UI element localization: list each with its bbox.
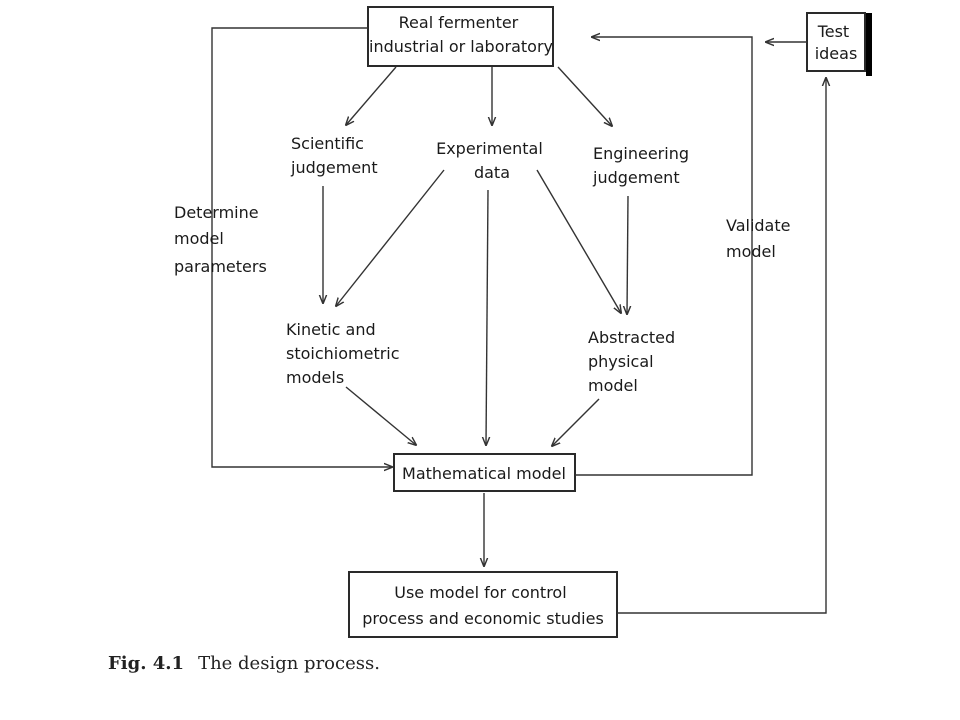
abstracted-to-mathematical-arrow xyxy=(552,398,600,446)
validate-model-loop xyxy=(575,37,753,476)
determine-parameters-loop xyxy=(211,27,392,467)
use-model-to-test-ideas-arrow xyxy=(617,78,826,614)
validate-model-label: Validate model xyxy=(726,216,796,261)
scientific-judgement-label: Scientific judgement xyxy=(290,134,378,177)
data-to-kinetic-arrow xyxy=(336,169,445,306)
fermenter-to-scientific-arrow xyxy=(346,66,397,125)
real-fermenter-line-2: industrial or laboratory xyxy=(369,37,553,56)
determine-model-parameters-label: Determine model parameters xyxy=(174,203,267,276)
real-fermenter-label: Real fermenter industrial or laboratory xyxy=(369,13,553,56)
experimental-data-line-2: data xyxy=(474,163,510,182)
abstracted-model-label: Abstracted physical model xyxy=(588,328,680,395)
determine-line-1: Determine xyxy=(174,203,259,222)
scientific-judgement-line-2: judgement xyxy=(290,158,378,177)
kinetic-line-3: models xyxy=(286,368,344,387)
mathematical-model-label: Mathematical model xyxy=(402,464,566,483)
kinetic-line-1: Kinetic and xyxy=(286,320,376,339)
test-ideas-line-2: ideas xyxy=(815,44,858,63)
kinetic-line-2: stoichiometric xyxy=(286,344,400,363)
engineering-judgement-line-2: judgement xyxy=(592,168,680,187)
mathematical-model-box xyxy=(393,453,576,492)
kinetic-to-mathematical-arrow xyxy=(345,386,416,445)
fermenter-to-engineering-arrow xyxy=(557,66,612,126)
figure-title: The design process. xyxy=(198,653,380,674)
use-model-line-2: process and economic studies xyxy=(362,609,604,628)
real-fermenter-box xyxy=(367,6,554,67)
figure-number: Fig. 4.1 xyxy=(108,653,184,674)
engineering-to-abstracted-arrow xyxy=(627,195,628,314)
test-ideas-shadow xyxy=(866,13,872,76)
real-fermenter-line-1: Real fermenter xyxy=(399,13,519,32)
test-ideas-label: Test ideas xyxy=(815,22,858,63)
experimental-data-label: Experimental data xyxy=(436,139,548,182)
abstracted-line-1: Abstracted xyxy=(588,328,675,347)
use-model-line-1: Use model for control xyxy=(394,583,566,602)
validate-line-2: model xyxy=(726,242,776,261)
data-to-mathematical-arrow xyxy=(486,189,488,445)
figure-caption: Fig. 4.1 The design process. xyxy=(108,653,380,674)
test-ideas-line-1: Test xyxy=(817,22,850,41)
use-model-label: Use model for control process and econom… xyxy=(362,583,604,628)
engineering-judgement-label: Engineering judgement xyxy=(592,144,694,187)
determine-line-2: model xyxy=(174,229,224,248)
scientific-judgement-line-1: Scientific xyxy=(291,134,364,153)
use-model-box xyxy=(348,571,618,638)
abstracted-line-2: physical xyxy=(588,352,654,371)
experimental-data-line-1: Experimental xyxy=(436,139,543,158)
abstracted-line-3: model xyxy=(588,376,638,395)
determine-line-3: parameters xyxy=(174,257,267,276)
validate-line-1: Validate xyxy=(726,216,790,235)
kinetic-models-label: Kinetic and stoichiometric models xyxy=(286,320,405,387)
test-ideas-box xyxy=(806,12,866,72)
engineering-judgement-line-1: Engineering xyxy=(593,144,689,163)
data-to-abstracted-arrow xyxy=(536,169,621,313)
